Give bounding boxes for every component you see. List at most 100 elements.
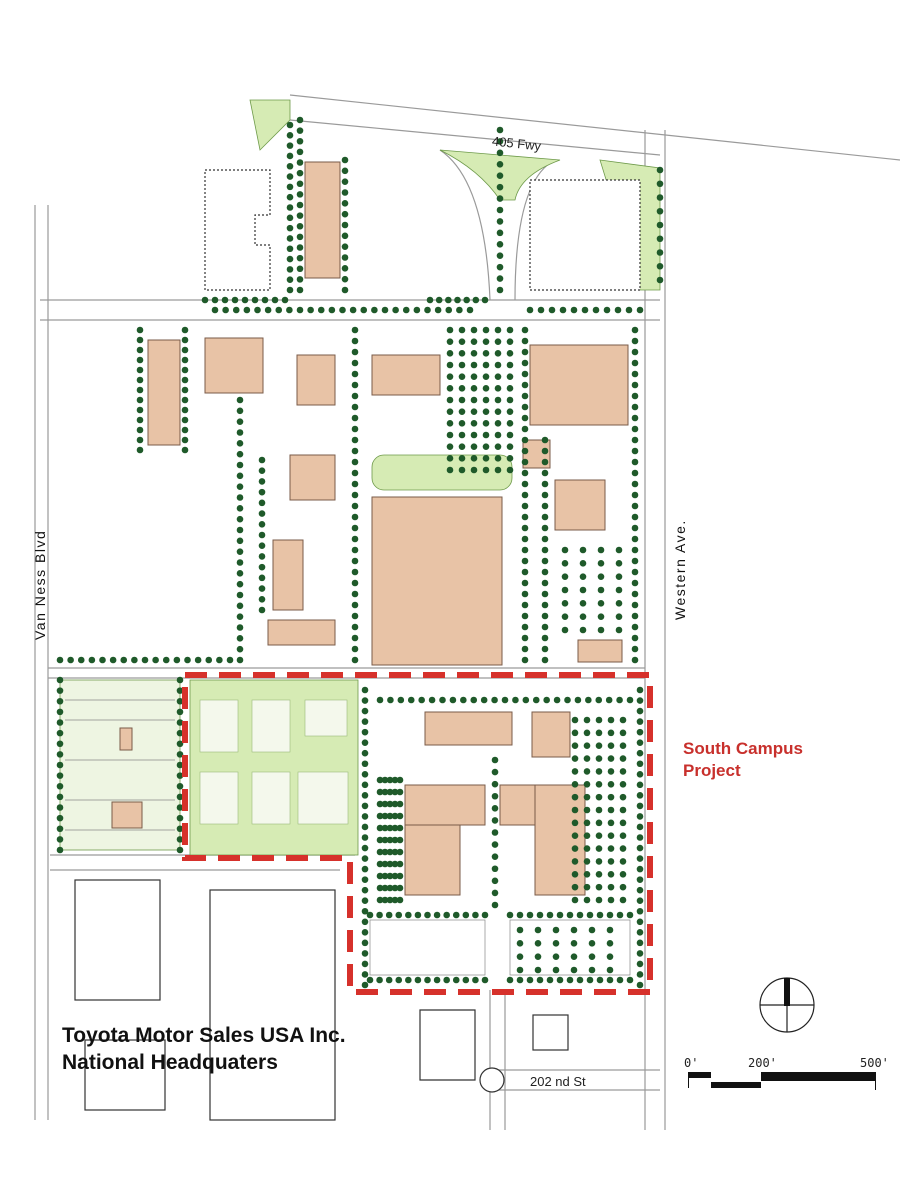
tree (521, 634, 529, 642)
tree (351, 579, 359, 587)
tree (631, 557, 639, 565)
tree (405, 976, 412, 984)
tree (470, 350, 478, 357)
tree (184, 656, 191, 664)
building (529, 344, 629, 426)
tree (152, 656, 159, 664)
tree (361, 792, 369, 799)
tree (341, 286, 349, 294)
tree (381, 896, 389, 904)
tree (286, 121, 294, 129)
tree (482, 431, 490, 439)
tree (597, 613, 605, 620)
tree (258, 520, 266, 528)
tree (546, 976, 554, 984)
tree (636, 760, 644, 768)
tree (571, 896, 579, 904)
tree (597, 546, 605, 554)
tree (258, 499, 266, 507)
tree (521, 425, 529, 433)
tree (606, 926, 614, 934)
tree (606, 953, 614, 960)
tree (494, 338, 502, 345)
tree (376, 911, 383, 919)
tree (470, 455, 478, 462)
tree (286, 204, 294, 211)
tree (631, 381, 639, 389)
tree (236, 483, 244, 490)
tree (361, 802, 369, 810)
tree (521, 348, 529, 356)
tree (458, 338, 466, 345)
tree (482, 443, 490, 450)
tree (56, 793, 64, 801)
tree (534, 940, 542, 947)
tree (472, 296, 480, 304)
tree (607, 768, 615, 775)
tree (522, 696, 530, 704)
tree (506, 455, 514, 462)
tree (176, 825, 184, 833)
tree (56, 697, 64, 705)
tree (351, 414, 359, 422)
tree (541, 612, 549, 620)
tree (236, 602, 244, 610)
tree (496, 206, 504, 214)
tree (619, 819, 627, 827)
tree (136, 386, 144, 394)
tree (636, 886, 644, 894)
tree (615, 573, 623, 580)
tree (521, 414, 529, 422)
tree (466, 306, 474, 314)
tree (470, 420, 478, 427)
tree (236, 396, 244, 404)
tree (258, 510, 266, 517)
tree (636, 855, 644, 862)
tree (446, 466, 454, 474)
tree (583, 755, 591, 762)
tree (596, 911, 604, 919)
tree (595, 819, 603, 827)
tree (463, 296, 470, 304)
tree (424, 976, 431, 984)
tree (541, 623, 549, 631)
tree (636, 686, 644, 694)
tree (579, 613, 587, 620)
tree (516, 926, 524, 934)
tree (556, 911, 564, 919)
tree (541, 601, 549, 609)
tree (494, 420, 502, 427)
tree (636, 792, 644, 799)
tree (236, 450, 244, 458)
tree (361, 728, 369, 736)
tree (376, 884, 384, 892)
tree (619, 716, 627, 724)
tree (296, 201, 304, 209)
tree (595, 858, 603, 865)
tree (396, 800, 404, 808)
tree (521, 524, 529, 532)
tree (583, 896, 591, 904)
tree (631, 458, 639, 466)
tree (391, 812, 399, 820)
tree (491, 901, 499, 909)
tree (395, 976, 403, 984)
tree (494, 455, 502, 462)
tree (296, 222, 304, 230)
tree (481, 911, 489, 919)
tree (494, 326, 502, 334)
building (554, 479, 606, 531)
tree (181, 416, 189, 424)
tree (631, 403, 639, 411)
tree (136, 406, 144, 414)
tree (361, 718, 369, 725)
tree (481, 296, 489, 304)
tree (181, 386, 189, 394)
tree (656, 180, 664, 188)
tree (636, 950, 644, 957)
tree (506, 396, 514, 404)
tree (351, 480, 359, 488)
tree (541, 579, 549, 587)
tree (258, 478, 266, 485)
tree (552, 926, 560, 934)
